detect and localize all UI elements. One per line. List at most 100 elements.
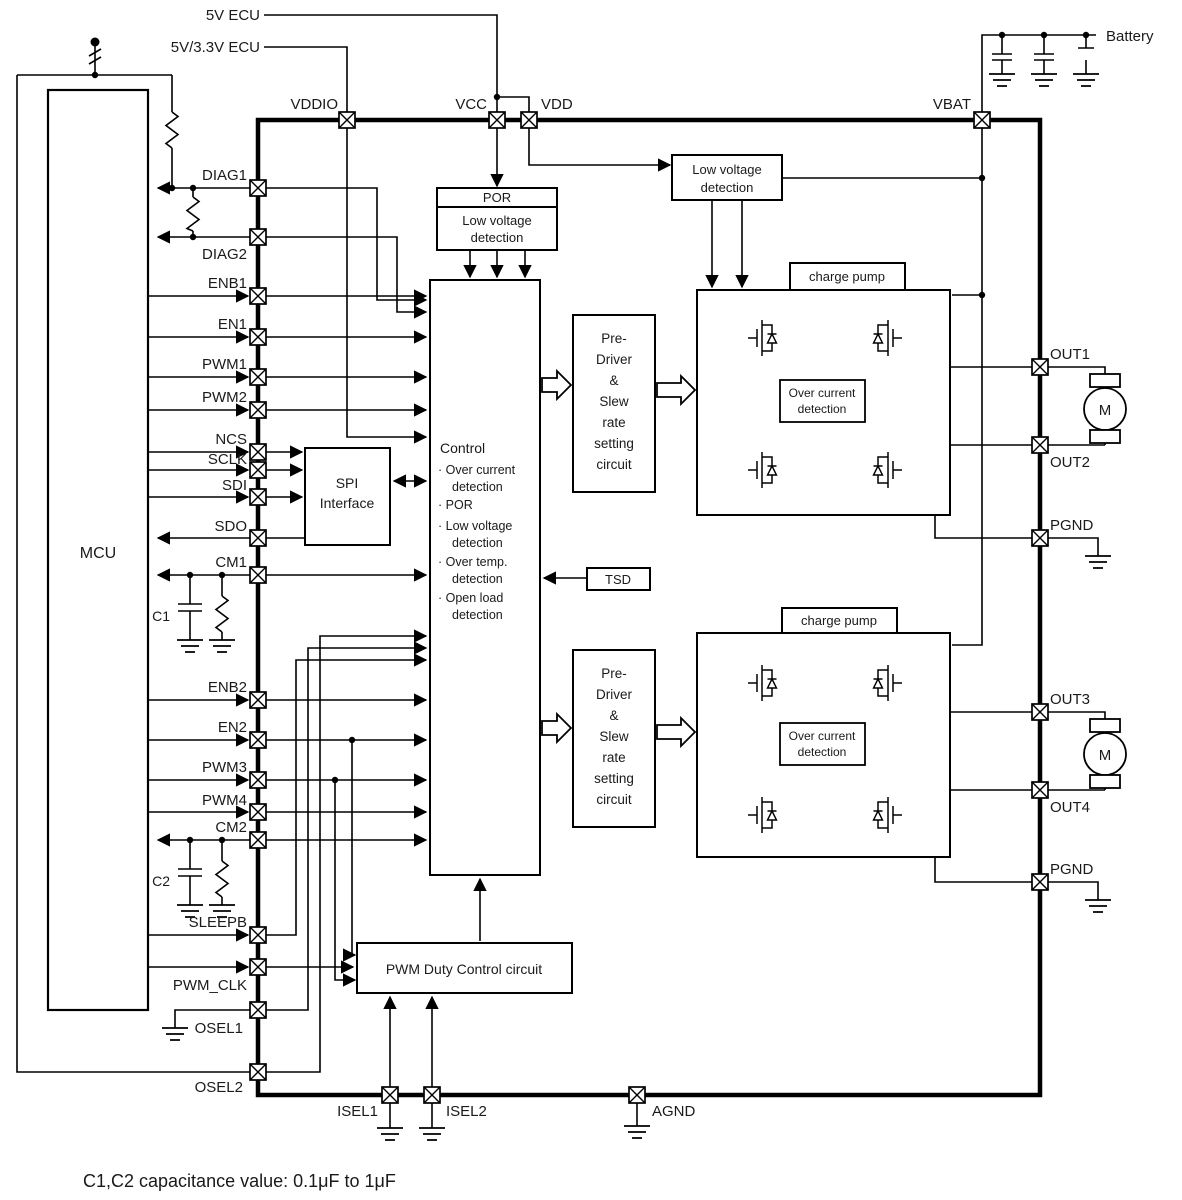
predriver1-line: circuit <box>596 457 632 472</box>
label-osel2: OSEL2 <box>195 1079 243 1096</box>
mcu-box <box>46 88 150 1012</box>
charge-pump1-block <box>789 262 906 291</box>
label-pwm-clk: PWM_CLK <box>173 977 247 994</box>
hbridge1-block <box>696 289 951 516</box>
label-vcc: VCC <box>455 96 487 113</box>
ocd2-block <box>779 722 866 766</box>
spi-line2: Interface <box>320 495 375 511</box>
label-en2: EN2 <box>218 719 247 736</box>
ocd1-line1: Over current <box>789 386 856 400</box>
pin-out1 <box>1031 358 1049 376</box>
pin-pgnd1 <box>1031 529 1049 547</box>
ic-boundary <box>255 117 1043 1098</box>
label-pwm4: PWM4 <box>202 792 247 809</box>
predriver1-line: Pre- <box>601 331 627 346</box>
tsd-label: TSD <box>605 572 631 587</box>
pin-vdd <box>520 111 538 129</box>
pin-diag1 <box>249 179 267 197</box>
predriver2-line: rate <box>602 750 625 765</box>
footnote: C1,C2 capacitance value: 0.1μF to 1μF <box>83 1171 396 1191</box>
predriver2-line: setting <box>594 771 634 786</box>
predriver2-line: Pre- <box>601 666 627 681</box>
label-sclk: SCLK <box>208 451 247 468</box>
ground-icon <box>376 1127 404 1141</box>
ground-symbols <box>161 73 1112 1141</box>
pin-enb2 <box>249 691 267 709</box>
label-battery: Battery <box>1106 28 1154 45</box>
label-5v-ecu: 5V ECU <box>206 7 260 24</box>
label-sdi: SDI <box>222 477 247 494</box>
blocks: POR Low voltage detection Low voltage de… <box>304 154 951 994</box>
label-agnd: AGND <box>652 1103 696 1120</box>
pwm-duty-label: PWM Duty Control circuit <box>386 961 542 977</box>
control-item: · POR <box>438 498 473 512</box>
label-out1: OUT1 <box>1050 346 1090 363</box>
predriver2-block <box>572 649 656 828</box>
label-isel2: ISEL2 <box>446 1103 487 1120</box>
label-sleepb: SLEEPB <box>189 914 247 931</box>
label-isel1: ISEL1 <box>337 1103 378 1120</box>
ground-icon <box>208 639 236 653</box>
control-item: detection <box>452 608 503 622</box>
control-item: · Low voltage <box>438 519 512 533</box>
por-lvd-line1: Low voltage <box>462 213 531 228</box>
predriver2-line: & <box>609 708 618 723</box>
pin-sclk <box>249 461 267 479</box>
control-title: Control <box>440 440 485 456</box>
label-5v33-ecu: 5V/3.3V ECU <box>171 39 260 56</box>
lvd-line2: detection <box>701 180 754 195</box>
control-item: · Over temp. <box>438 555 507 569</box>
pin-en1 <box>249 328 267 346</box>
label-cm1: CM1 <box>215 554 247 571</box>
pin-enb1 <box>249 287 267 305</box>
predriver2-to-bridge2-arrow <box>656 715 697 749</box>
pin-vbat <box>973 111 991 129</box>
label-vdd: VDD <box>541 96 573 113</box>
label-diag2: DIAG2 <box>202 246 247 263</box>
control-item: · Over current <box>438 463 516 477</box>
pin-cm1 <box>249 566 267 584</box>
control-item: detection <box>452 572 503 586</box>
label-enb2: ENB2 <box>208 679 247 696</box>
lvd-line1: Low voltage <box>692 162 761 177</box>
pin-en2 <box>249 731 267 749</box>
motor1-label: M <box>1099 402 1112 419</box>
pin-pwm2 <box>249 401 267 419</box>
label-vddio: VDDIO <box>290 96 338 113</box>
label-pwm1: PWM1 <box>202 356 247 373</box>
predriver2-line: Driver <box>596 687 633 702</box>
pin-out4 <box>1031 781 1049 799</box>
signal-flow-arrows <box>541 368 697 749</box>
control-to-predriver1-arrow <box>541 368 573 402</box>
motor2-terminal-top <box>1089 718 1121 733</box>
labels: 5V ECU 5V/3.3V ECU Battery VDDIO VCC VDD… <box>83 7 1154 1191</box>
junction-dots-external <box>90 31 1090 844</box>
pin-pwm3 <box>249 771 267 789</box>
charge-pump1-label: charge pump <box>809 269 885 284</box>
low-voltage-detection-block <box>671 154 783 201</box>
label-osel1: OSEL1 <box>195 1020 243 1037</box>
ground-icon <box>1084 555 1112 569</box>
motor2-terminal-bottom <box>1089 774 1121 789</box>
pin-vddio <box>338 111 356 129</box>
ground-icon <box>161 1027 189 1041</box>
label-enb1: ENB1 <box>208 275 247 292</box>
label-pwm2: PWM2 <box>202 389 247 406</box>
label-cm2: CM2 <box>215 819 247 836</box>
pin-pwm4 <box>249 803 267 821</box>
label-out2: OUT2 <box>1050 454 1090 471</box>
mcu-label: MCU <box>80 545 116 562</box>
label-out4: OUT4 <box>1050 799 1090 816</box>
pin-pwm-clk <box>249 958 267 976</box>
charge-pump2-label: charge pump <box>801 613 877 628</box>
spi-line1: SPI <box>336 475 359 491</box>
por-lvd-line2: detection <box>471 230 524 245</box>
por-label: POR <box>483 190 511 205</box>
por-lvd-block <box>436 206 558 251</box>
motor2-label: M <box>1099 747 1112 764</box>
ocd1-block <box>779 379 866 423</box>
label-sdo: SDO <box>214 518 247 535</box>
predriver1-line: setting <box>594 436 634 451</box>
label-vbat: VBAT <box>933 96 971 113</box>
